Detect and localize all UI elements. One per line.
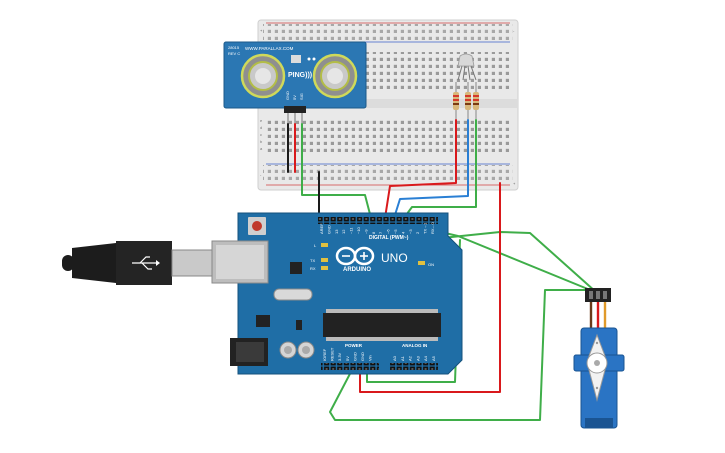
power-pin-label: IOREF bbox=[322, 348, 327, 361]
on-label: ON bbox=[428, 262, 434, 267]
digital-pin-label: GND bbox=[326, 225, 331, 234]
digital-pin-label: ~11 bbox=[349, 227, 354, 234]
sensor-pin-sig: SIG bbox=[299, 93, 304, 100]
sensor-pin-5v: 5V bbox=[292, 95, 297, 100]
wire-green-gnd bbox=[329, 289, 589, 421]
rail-plus-label-bottom: + bbox=[513, 181, 516, 186]
row-letter: e bbox=[260, 118, 263, 123]
analog-label: ANALOG IN bbox=[402, 343, 427, 348]
sensor-rev: REV C bbox=[228, 51, 240, 56]
bottom-power-rail bbox=[263, 165, 513, 182]
wire-green-sensor-sig bbox=[301, 123, 372, 219]
ping-ultrasonic-sensor: WWW.PARALLAX.COM 28015 REV C PING))) GND… bbox=[223, 41, 367, 124]
power-header bbox=[321, 363, 379, 370]
digital-pin-label: 2 bbox=[415, 231, 420, 234]
sensor-part-code: 28015 bbox=[228, 45, 240, 50]
digital-pin-label: 7 bbox=[378, 231, 383, 234]
power-pin-label: RESET bbox=[330, 347, 335, 361]
wire-green-servo-power bbox=[441, 231, 597, 293]
wire-blue-led bbox=[393, 119, 469, 219]
tx-led-label: TX bbox=[310, 258, 315, 263]
digital-pin-label: ~9 bbox=[363, 229, 368, 234]
digital-pin-label: AREF bbox=[319, 223, 324, 234]
digital-pin-label: 8 bbox=[371, 231, 376, 234]
l-led-label: L bbox=[314, 243, 317, 248]
row-letter: b bbox=[260, 139, 263, 144]
analog-pin-label: A1 bbox=[400, 355, 405, 361]
sensor-pin-gnd: GND bbox=[285, 91, 290, 100]
power-label: POWER bbox=[345, 343, 363, 348]
digital-pin-label: RX←0 bbox=[430, 221, 435, 234]
arduino-model: UNO bbox=[381, 251, 408, 265]
atmega-chip bbox=[323, 313, 441, 337]
digital-header bbox=[318, 217, 438, 224]
analog-pin-label: A4 bbox=[423, 355, 428, 361]
rail-minus-label: - bbox=[513, 28, 515, 33]
rail-minus-label-bottom: - bbox=[260, 172, 262, 177]
digital-pin-label: ~6 bbox=[386, 229, 391, 234]
power-pin-label: Vin bbox=[368, 355, 373, 361]
resistor-icon bbox=[453, 82, 479, 120]
analog-pin-label: A5 bbox=[431, 355, 436, 361]
analog-pin-label: A0 bbox=[392, 355, 397, 361]
power-pin-label: 3.3V bbox=[337, 352, 342, 361]
sensor-logo: PING))) bbox=[288, 72, 312, 79]
analog-pin-label: A3 bbox=[415, 355, 420, 361]
digital-pin-label: ~10 bbox=[356, 226, 361, 234]
arduino-uno-board: ARDUINO UNO DIGITAL (PWM~) ON L TX RX PO… bbox=[211, 212, 463, 375]
digital-pin-label: ~3 bbox=[408, 229, 413, 234]
arduino-brand: ARDUINO bbox=[343, 267, 371, 273]
row-letter: a bbox=[260, 146, 263, 151]
rail-plus-label: + bbox=[260, 28, 263, 33]
servo-icon bbox=[573, 288, 625, 429]
digital-pin-label: TX→1 bbox=[423, 222, 428, 234]
analog-header bbox=[390, 363, 438, 370]
row-letter: d bbox=[260, 125, 262, 130]
wire-red-led bbox=[384, 119, 457, 219]
digital-pin-label: 13 bbox=[334, 229, 339, 234]
digital-pin-label: 12 bbox=[341, 229, 346, 234]
sensor-brand-line: WWW.PARALLAX.COM bbox=[245, 46, 294, 51]
power-pin-label: GND bbox=[360, 352, 365, 361]
arduino-logo bbox=[335, 246, 375, 266]
digital-header-label: DIGITAL (PWM~) bbox=[369, 235, 409, 241]
power-pin-label: GND bbox=[352, 352, 357, 361]
usb-plug-icon bbox=[62, 241, 213, 285]
rgb-led-icon bbox=[457, 53, 477, 81]
digital-pin-label: 4 bbox=[400, 231, 405, 234]
top-power-rail bbox=[263, 24, 513, 41]
analog-pin-label: A2 bbox=[408, 355, 413, 361]
center-trench bbox=[258, 99, 518, 108]
rx-led-label: RX bbox=[310, 266, 316, 271]
row-letter: c bbox=[260, 132, 262, 137]
terminal-strip-bottom bbox=[266, 117, 511, 154]
power-pin-label: 5V bbox=[345, 356, 350, 361]
wire-red-5v bbox=[359, 182, 501, 393]
digital-pin-label: ~5 bbox=[393, 229, 398, 234]
